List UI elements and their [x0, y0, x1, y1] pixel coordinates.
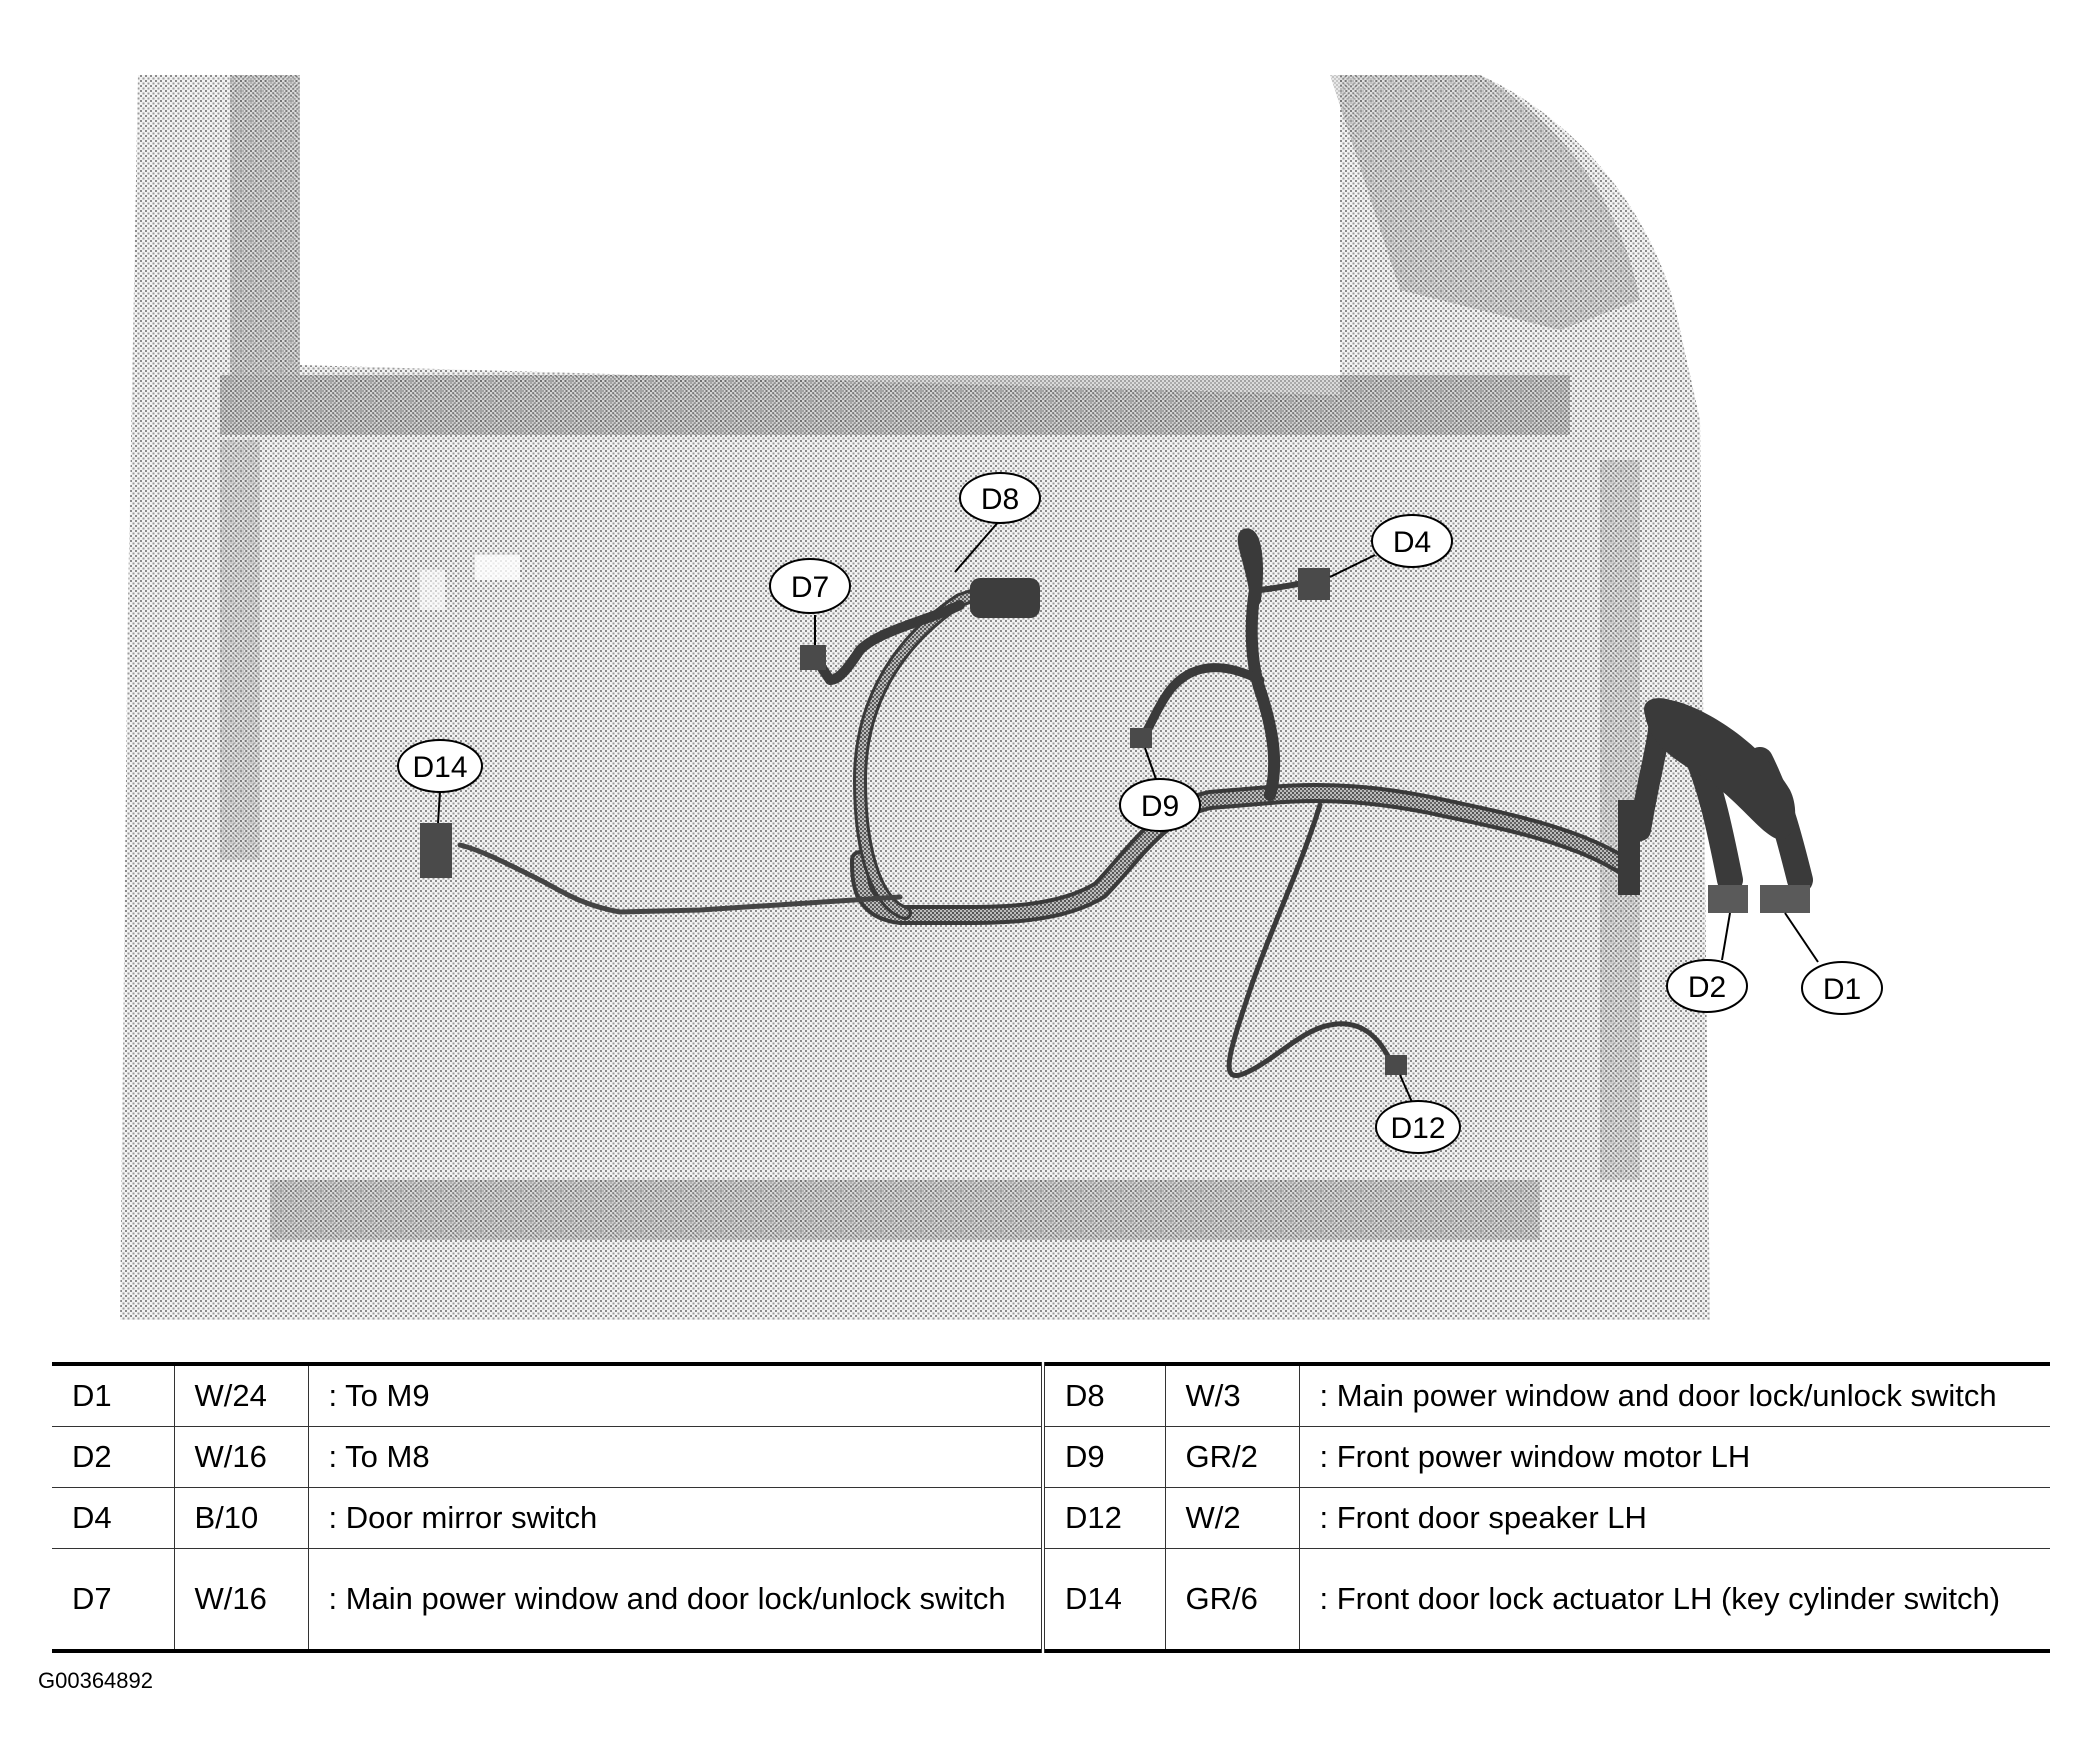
d12-connector — [1385, 1055, 1407, 1075]
wire-code: W/24 — [174, 1364, 309, 1427]
connector-description: : To M8 — [308, 1426, 1045, 1488]
d1-connector — [1760, 885, 1810, 913]
connector-description: : Front door speaker LH — [1299, 1487, 2050, 1549]
callout-d2: D2 — [1666, 959, 1748, 1013]
connector-id: D8 — [1043, 1364, 1166, 1427]
table-row: D7 W/16 : Main power window and door loc… — [52, 1548, 2050, 1651]
svg-text:D7: D7 — [791, 571, 829, 604]
d2-connector — [1708, 885, 1748, 913]
connectors — [420, 568, 1810, 1075]
callout-d9: D9 — [1119, 778, 1201, 832]
wire-code: W/16 — [174, 1426, 309, 1488]
svg-text:D14: D14 — [412, 751, 467, 784]
wire-code: W/3 — [1165, 1364, 1300, 1427]
connector-description: : Front door lock actuator LH (key cylin… — [1319, 1581, 2001, 1616]
svg-text:D2: D2 — [1688, 971, 1726, 1004]
d9-connector — [1130, 728, 1152, 748]
connector-description: : Main power window and door lock/unlock… — [1299, 1364, 2050, 1427]
d4-connector — [1298, 568, 1330, 600]
wire-code: W/16 — [174, 1548, 309, 1651]
table-row: D2 W/16 : To M8 D9 GR/2 : Front power wi… — [52, 1426, 2050, 1488]
table-row: D4 B/10 : Door mirror switch D12 W/2 : F… — [52, 1487, 2050, 1549]
callout-d12: D12 — [1375, 1100, 1461, 1154]
svg-text:D9: D9 — [1141, 790, 1179, 823]
callout-d8: D8 — [959, 472, 1041, 524]
d14-connector — [420, 823, 452, 878]
connector-id: D9 — [1043, 1426, 1166, 1488]
leader-lines — [437, 519, 1819, 1103]
connector-id: D12 — [1043, 1487, 1166, 1549]
svg-text:D12: D12 — [1390, 1112, 1445, 1145]
connector-description: : To M9 — [308, 1364, 1045, 1427]
wire-code: W/2 — [1165, 1487, 1300, 1549]
connector-description: : Main power window and door lock/unlock… — [308, 1548, 1045, 1651]
wire-code: GR/2 — [1165, 1426, 1300, 1488]
d8-connector — [970, 578, 1040, 618]
door-panel — [120, 75, 1710, 1320]
callout-d4: D4 — [1371, 514, 1453, 568]
callout-d7: D7 — [769, 558, 851, 614]
connector-id: D2 — [52, 1426, 175, 1488]
callout-d14: D14 — [397, 739, 483, 793]
door-harness-diagram: D8 D7 D4 D9 D14 D2 D1 D12 — [120, 75, 1883, 1320]
connector-legend-table: D1 W/24 : To M9 D8 W/3 : Main power wind… — [52, 1362, 2050, 1653]
callout-d1: D1 — [1801, 961, 1883, 1015]
svg-text:D8: D8 — [981, 483, 1019, 516]
wire-code: B/10 — [174, 1487, 309, 1549]
connector-description: : Front power window motor LH — [1299, 1426, 2050, 1488]
svg-text:D4: D4 — [1393, 526, 1431, 559]
connector-id: D7 — [52, 1548, 175, 1651]
connector-id: D4 — [52, 1487, 175, 1549]
table-row: D1 W/24 : To M9 D8 W/3 : Main power wind… — [52, 1364, 2050, 1427]
d7-connector — [800, 645, 826, 670]
connector-id: D14 — [1043, 1548, 1166, 1651]
connector-id: D1 — [52, 1364, 175, 1427]
svg-text:D1: D1 — [1823, 973, 1861, 1006]
connector-description: : Door mirror switch — [308, 1487, 1045, 1549]
figure-id: G00364892 — [38, 1668, 153, 1693]
wire-code: GR/6 — [1165, 1548, 1300, 1651]
